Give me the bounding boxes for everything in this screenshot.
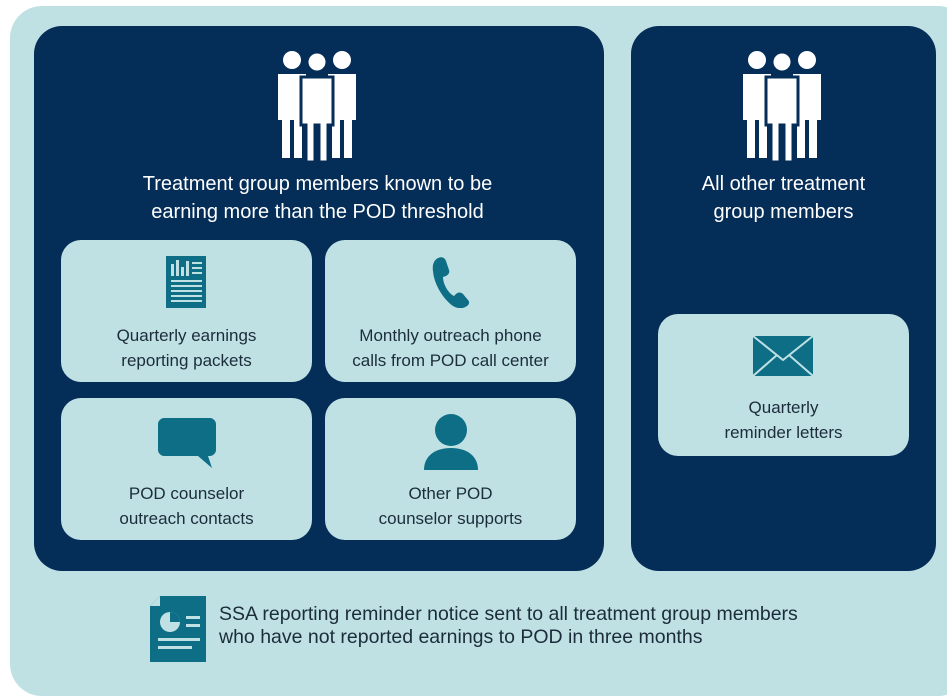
card-counselor-outreach: POD counselor outreach contacts xyxy=(61,398,312,540)
card-counselor-supports: Other POD counselor supports xyxy=(325,398,576,540)
card-label: Monthly outreach phone calls from POD ca… xyxy=(352,326,549,370)
person-icon xyxy=(424,414,478,470)
card-label: Quarterly earnings reporting packets xyxy=(116,326,257,370)
card-quarterly-reminder: Quarterly reminder letters xyxy=(658,314,909,456)
right-group-title: All other treatment group members xyxy=(701,173,866,223)
people-group-icon xyxy=(743,50,821,162)
footer-notice-text: SSA reporting reminder notice sent to al… xyxy=(219,603,798,648)
card-monthly-outreach: Monthly outreach phone calls from POD ca… xyxy=(325,240,576,382)
card-label: Other POD counselor supports xyxy=(378,484,523,528)
left-group-title: Treatment group members known to be earn… xyxy=(142,173,493,223)
card-label: POD counselor outreach contacts xyxy=(119,484,254,528)
phone-icon xyxy=(432,257,470,308)
envelope-icon xyxy=(753,336,813,376)
speech-bubble-icon xyxy=(158,418,216,468)
report-document-icon xyxy=(166,256,206,308)
notice-document-icon xyxy=(150,596,206,662)
people-group-icon xyxy=(278,50,356,162)
card-quarterly-earnings: Quarterly earnings reporting packets xyxy=(61,240,312,382)
card-label: Quarterly reminder letters xyxy=(724,398,843,442)
